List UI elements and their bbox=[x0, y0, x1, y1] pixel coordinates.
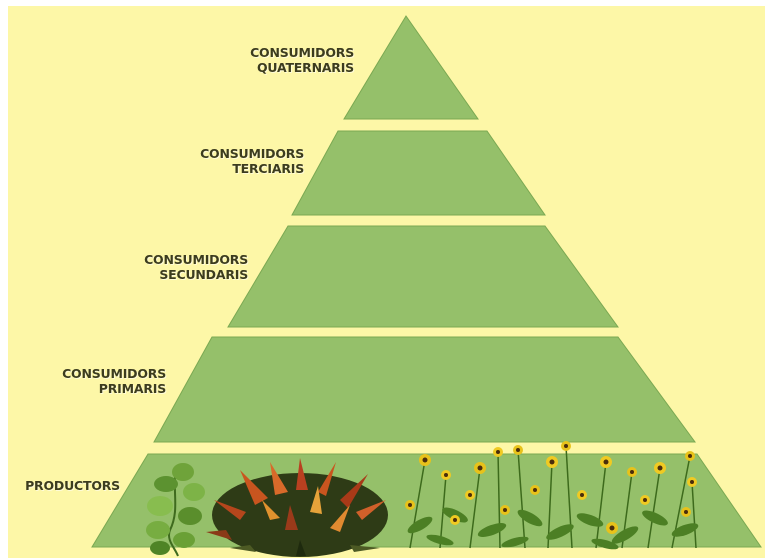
label-tertiary-line1: CONSUMIDORS bbox=[200, 146, 304, 161]
label-primary-line2: PRIMARIS bbox=[98, 381, 166, 396]
label-consumidors-secundaris: CONSUMIDORS SECUNDARIS bbox=[106, 252, 248, 282]
yellow-flowers-image bbox=[405, 441, 699, 550]
label-producers-line1: PRODUCTORS bbox=[25, 478, 120, 493]
label-primary-line1: CONSUMIDORS bbox=[62, 366, 166, 381]
label-consumidors-primaris: CONSUMIDORS PRIMARIS bbox=[24, 366, 166, 396]
label-quaternary-line1: CONSUMIDORS bbox=[250, 45, 354, 60]
label-consumidors-quaternaris: CONSUMIDORS QUATERNARIS bbox=[212, 45, 354, 75]
red-leaf-shrub-image bbox=[206, 458, 388, 557]
label-quaternary-line2: QUATERNARIS bbox=[256, 60, 354, 75]
level-secondary-shape bbox=[227, 225, 619, 328]
label-secondary-line2: SECUNDARIS bbox=[159, 267, 248, 282]
level-primary-shape bbox=[153, 336, 696, 443]
level-tertiary-shape bbox=[291, 130, 546, 216]
label-consumidors-terciaris: CONSUMIDORS TERCIARIS bbox=[162, 146, 304, 176]
level-quaternary-shape bbox=[343, 15, 479, 120]
label-productors: PRODUCTORS bbox=[4, 478, 120, 493]
vine-plant-image bbox=[146, 463, 205, 557]
label-tertiary-line2: TERCIARIS bbox=[232, 161, 304, 176]
label-secondary-line1: CONSUMIDORS bbox=[144, 252, 248, 267]
